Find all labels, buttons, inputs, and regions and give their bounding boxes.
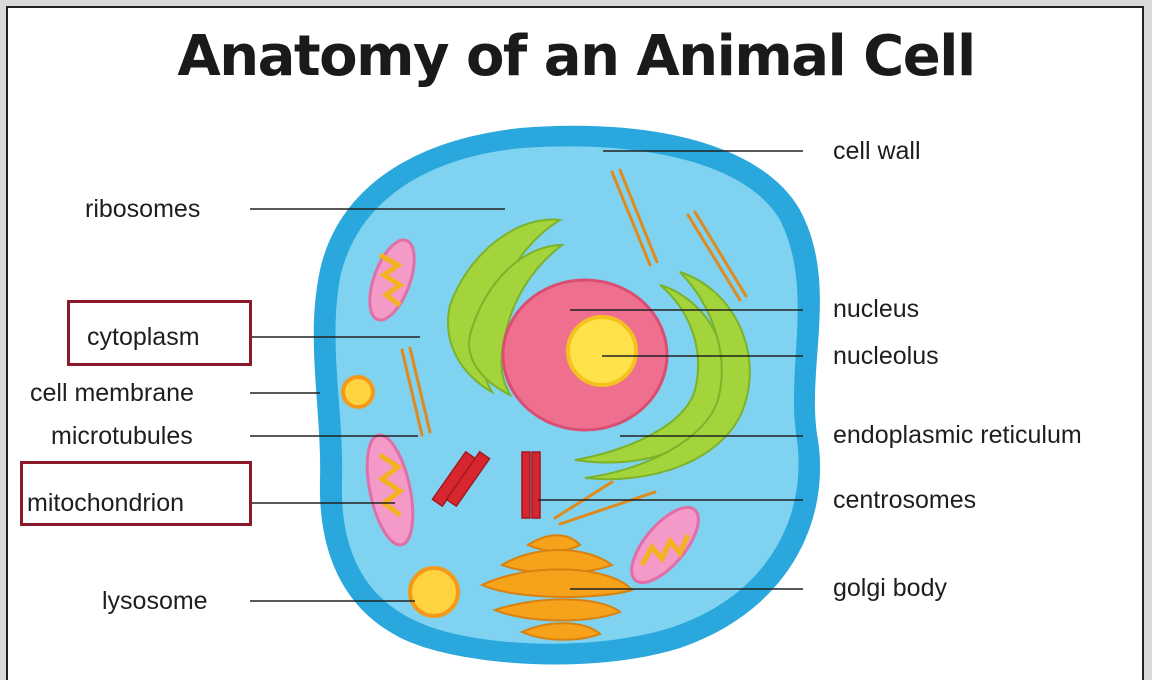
label-ribosomes: ribosomes [85,194,200,224]
label-lysosome: lysosome [102,586,208,616]
label-microtubules: microtubules [51,421,193,451]
label-nucleolus: nucleolus [833,341,939,371]
label-cell-membrane: cell membrane [30,378,194,408]
label-golgi-body: golgi body [833,573,947,603]
label-endoplasmic-reticulum: endoplasmic reticulum [833,420,1082,450]
label-nucleus: nucleus [833,294,919,324]
nucleolus-shape [568,317,636,385]
label-cell-wall: cell wall [833,136,921,166]
label-cytoplasm: cytoplasm [87,322,200,352]
label-centrosomes: centrosomes [833,485,976,515]
label-mitochondrion: mitochondrion [27,488,184,518]
